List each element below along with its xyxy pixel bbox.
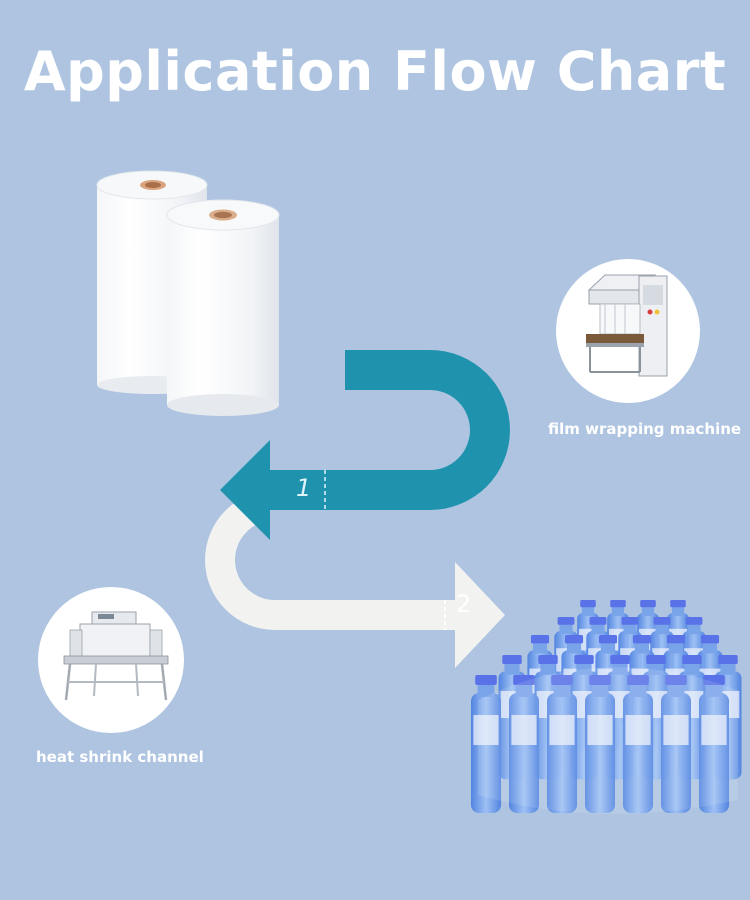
bottle <box>661 675 691 813</box>
step-1-number: 1 <box>296 474 312 502</box>
bottle <box>585 675 615 813</box>
wrapping-machine-label: film wrapping machine <box>548 420 742 438</box>
wrapping-machine-drawing <box>586 274 668 377</box>
step-1-arrow <box>220 350 510 540</box>
bottle-pack-icon <box>471 600 742 814</box>
bottle <box>699 675 729 813</box>
bottle <box>509 675 539 813</box>
heat-shrink-drawing <box>63 611 169 701</box>
bottle <box>547 675 577 813</box>
step-2-number: 2 <box>456 590 472 618</box>
shrink-film-overlay <box>478 667 738 814</box>
wrapping-machine-icon <box>556 259 700 403</box>
bottle <box>471 675 501 813</box>
page-title: Application Flow Chart <box>23 40 727 103</box>
film-roll-icon <box>96 170 280 416</box>
bottle <box>623 675 653 813</box>
front-roll <box>166 199 280 416</box>
step-2-arrow <box>205 490 505 668</box>
heat-shrink-label: heat shrink channel <box>36 748 204 766</box>
heat-shrink-icon <box>38 587 184 733</box>
